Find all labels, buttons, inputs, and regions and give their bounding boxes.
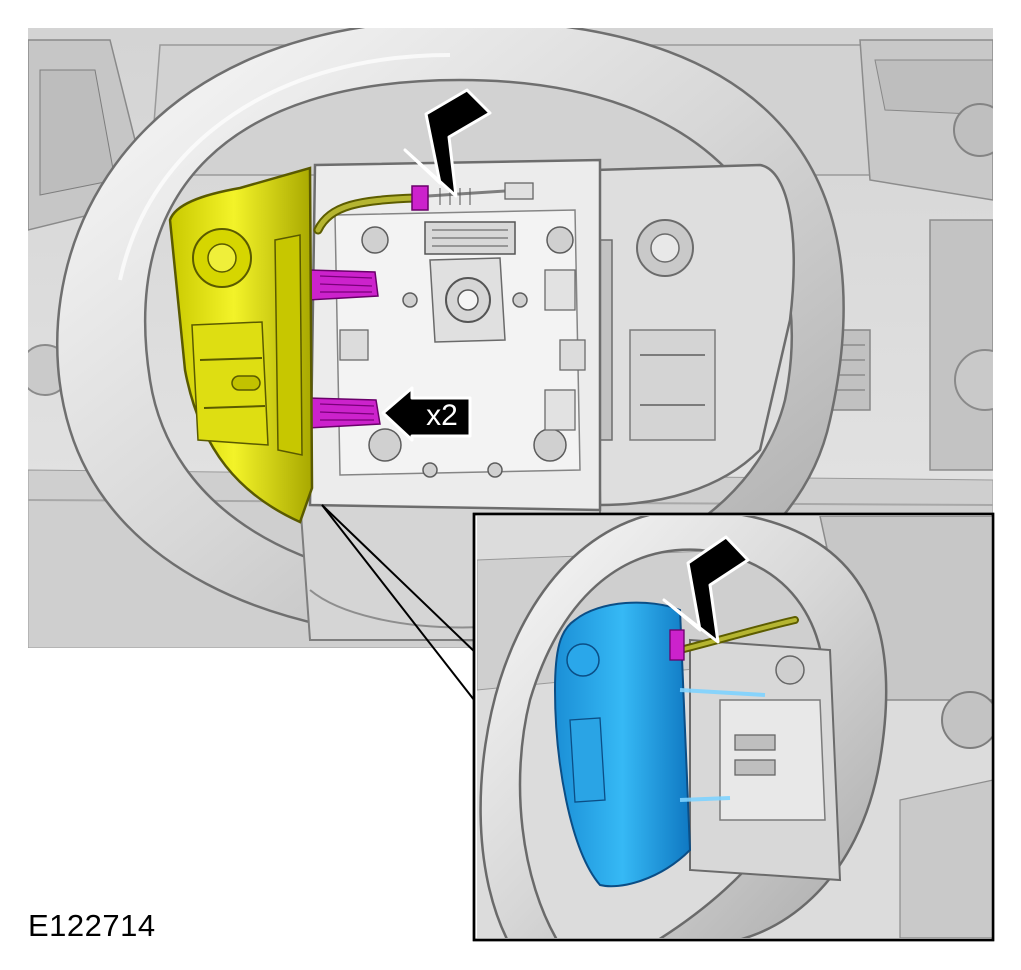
arrow-left-icon [381, 386, 472, 442]
callout-leader [321, 504, 479, 706]
connector-upper [307, 269, 379, 301]
right-switch-pack [593, 163, 795, 507]
wiring-harness [313, 182, 534, 235]
inset-switch-pack [553, 601, 766, 888]
connector-lower [307, 397, 381, 429]
arrow-down-left-icon [403, 88, 492, 198]
left-switch-pack [168, 166, 314, 524]
main-view [28, 28, 993, 648]
callout-multiplier: x2 [426, 399, 458, 432]
steering-hub [308, 158, 602, 512]
inset-arrow-down-left-icon [662, 535, 750, 644]
top-connector [411, 185, 429, 211]
figure-code: E122714 [28, 908, 156, 943]
inset-view [472, 512, 995, 942]
